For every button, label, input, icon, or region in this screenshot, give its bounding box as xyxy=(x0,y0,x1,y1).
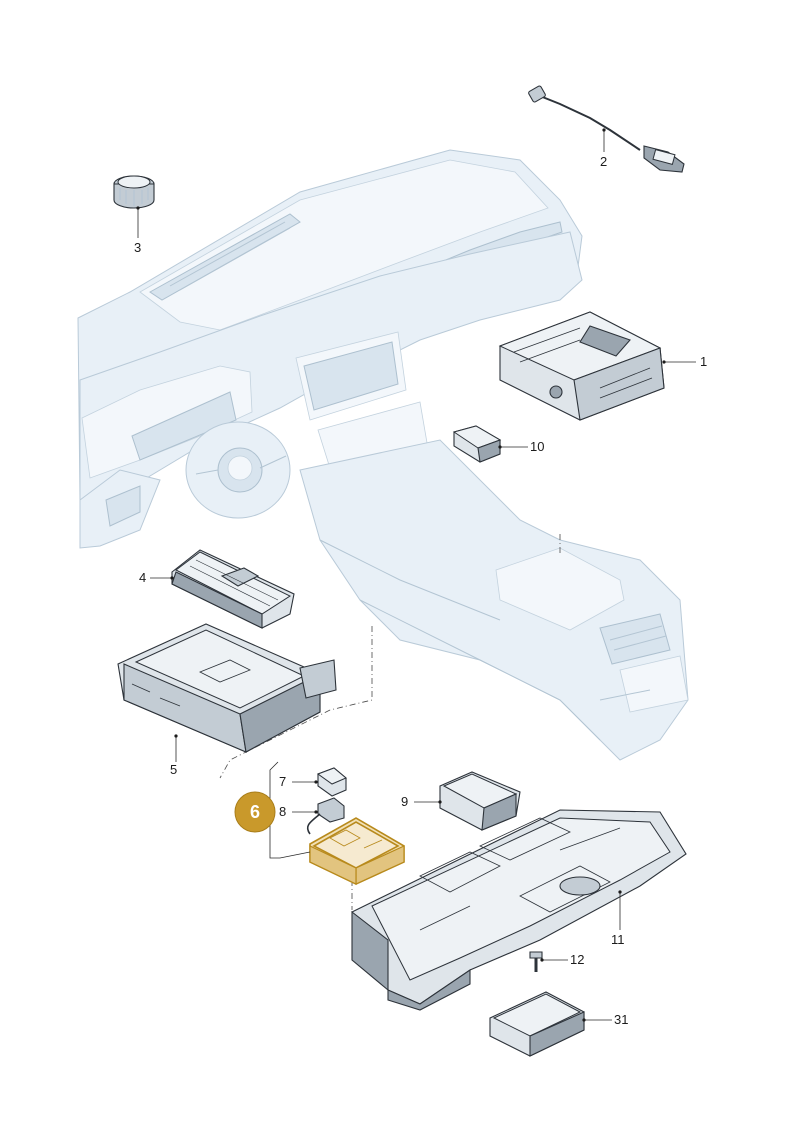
part-label-6: 6 xyxy=(250,802,260,822)
part-label-7: 7 xyxy=(279,774,286,789)
part-label-9: 9 xyxy=(401,794,408,809)
part-4-charging-pad xyxy=(171,549,295,629)
part-label-3: 3 xyxy=(134,240,141,255)
highlight-callout-6: 6 xyxy=(234,791,276,833)
part-label-10: 10 xyxy=(530,439,544,454)
part-number-labels: 2 3 1 10 4 5 7 8 9 11 12 31 xyxy=(134,154,707,1027)
part-8-wire xyxy=(306,797,345,835)
part-6-control-module-highlighted xyxy=(309,817,405,885)
part-12-bolt xyxy=(529,951,543,972)
part-label-2: 2 xyxy=(600,154,607,169)
part-label-1: 1 xyxy=(700,354,707,369)
part-10-module xyxy=(452,425,502,463)
leader-lines xyxy=(136,128,696,1022)
callout-badge xyxy=(234,791,276,833)
reference-dash-lines xyxy=(219,534,561,910)
part-31-module-box xyxy=(489,991,585,1057)
part-1-head-unit xyxy=(498,311,665,421)
part-label-5: 5 xyxy=(170,762,177,777)
part-7-connector xyxy=(316,767,347,797)
part-label-4: 4 xyxy=(139,570,146,585)
part-3-knob xyxy=(113,175,155,209)
dashboard-ghost-illustration xyxy=(77,149,689,761)
part-9-module xyxy=(439,771,521,831)
part-2-cable xyxy=(528,85,685,173)
part-label-31: 31 xyxy=(614,1012,628,1027)
part-11-carrier-frame xyxy=(351,809,687,1011)
part-label-12: 12 xyxy=(570,952,584,967)
part-5-tray xyxy=(117,623,337,753)
part-label-11: 11 xyxy=(611,932,625,947)
part-label-8: 8 xyxy=(279,804,286,819)
